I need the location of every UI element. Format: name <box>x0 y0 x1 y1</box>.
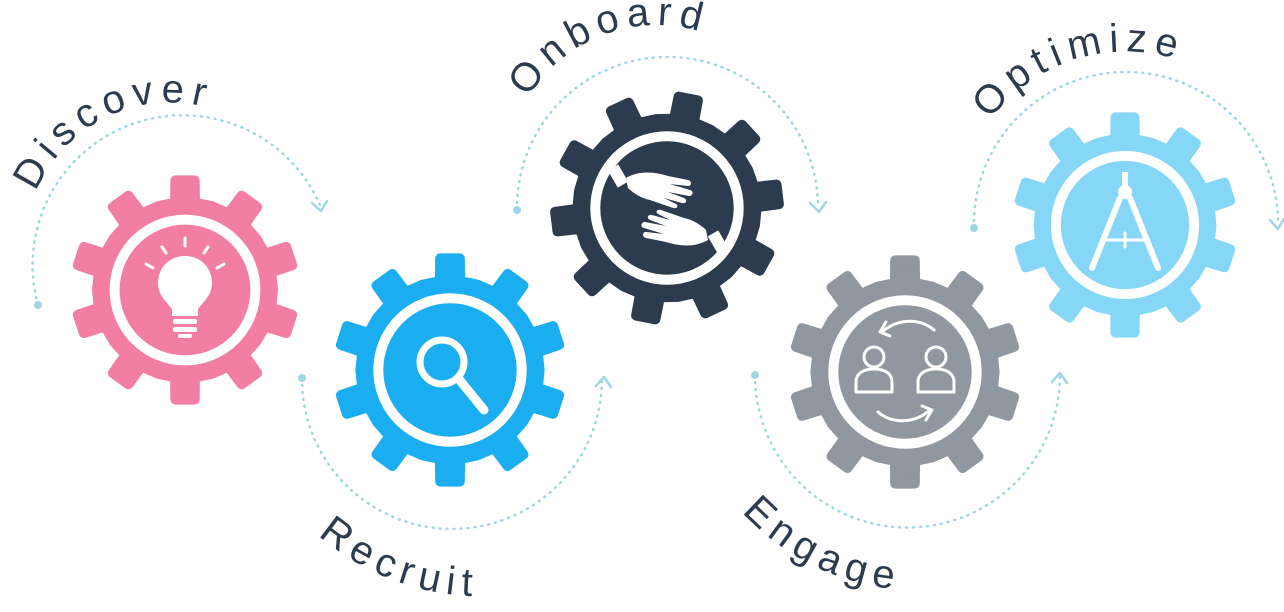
arrowhead-icon <box>808 200 828 214</box>
lightbulb-icon <box>144 236 226 338</box>
connector-optimize <box>972 70 1280 230</box>
people-exchange-icon <box>854 319 956 423</box>
gear-ring <box>373 293 527 447</box>
connector-arrowheads <box>310 199 1284 389</box>
connector-dot <box>513 206 521 214</box>
stage-label-engage: Engage <box>735 487 904 599</box>
stage-label-optimize: Optimize <box>964 16 1190 125</box>
connector-onboard <box>515 55 820 212</box>
stage-label-recruit: Recruit <box>312 507 480 605</box>
connector-recruit <box>300 376 604 531</box>
gear-ring <box>1050 150 1200 300</box>
connector-dot <box>970 224 978 232</box>
gear-engage <box>790 255 1020 489</box>
gear-body <box>335 253 565 487</box>
arrowhead-icon <box>1050 371 1069 385</box>
compass-icon <box>1089 172 1161 271</box>
connector-endpoints <box>34 206 978 382</box>
connector-engage <box>753 373 1062 529</box>
gear-recruit <box>335 253 565 487</box>
gear-body <box>1014 112 1236 338</box>
gear-onboard <box>550 91 784 325</box>
connector-dot <box>34 301 42 309</box>
gear-body <box>790 255 1020 489</box>
gear-ring <box>590 131 744 285</box>
arrowhead-icon <box>310 199 329 213</box>
connector-discover <box>31 114 322 307</box>
magnifier-icon <box>416 336 489 415</box>
connector-dot <box>298 374 306 382</box>
arrowhead-icon <box>1268 217 1284 231</box>
gear-optimize <box>1014 112 1236 338</box>
connector-arcs <box>31 55 1280 531</box>
stage-label-onboard: Onboard <box>499 0 714 103</box>
connector-dot <box>751 371 759 379</box>
gear-ring <box>109 214 261 366</box>
handshake-icon <box>607 164 729 254</box>
gear-body <box>550 91 784 325</box>
gear-ring <box>828 295 982 449</box>
arrowhead-icon <box>594 375 613 389</box>
